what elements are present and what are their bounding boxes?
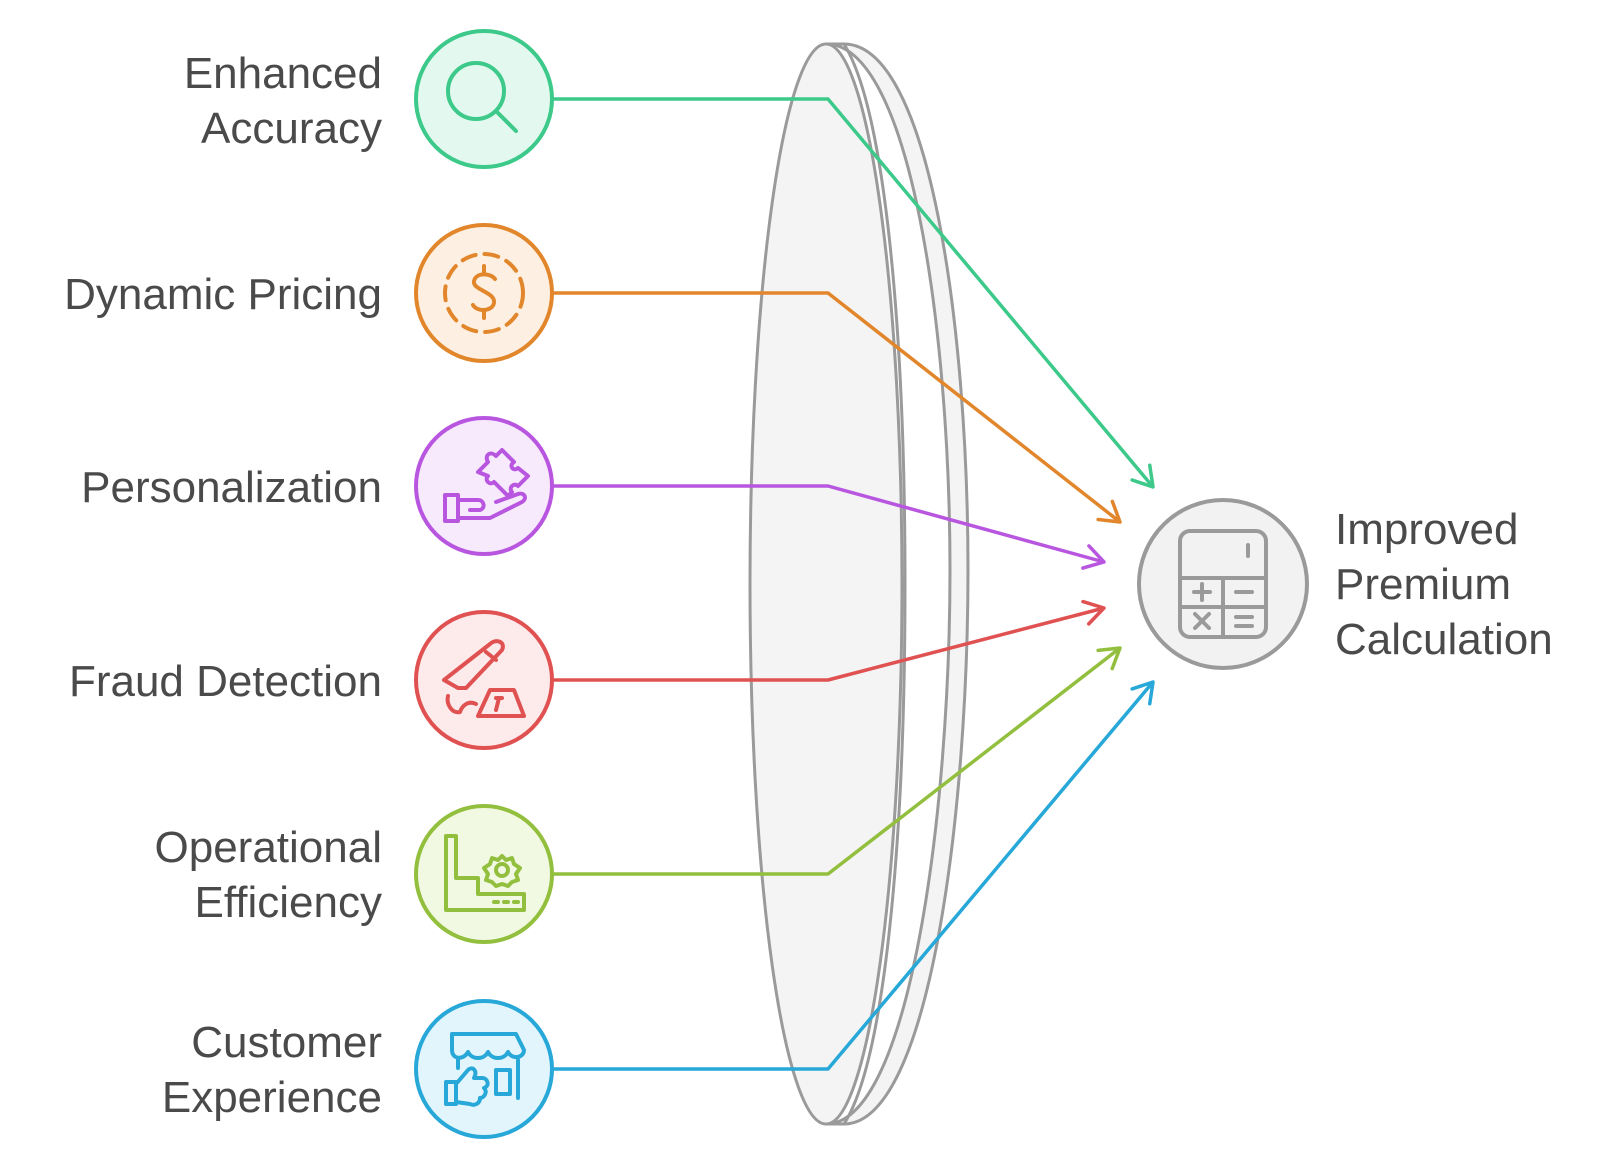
input-label-line: Dynamic Pricing xyxy=(64,270,382,319)
arrowhead xyxy=(1130,463,1155,489)
connector-line xyxy=(552,291,1122,524)
connector-arrow xyxy=(552,680,1155,1071)
input-label-line: Efficiency xyxy=(195,878,383,927)
lens-front-face xyxy=(748,42,904,1126)
knife-evidence-icon xyxy=(442,639,526,718)
input-label-line: Experience xyxy=(162,1073,382,1122)
input-label-line: Customer xyxy=(191,1018,382,1067)
input-node-dynamic-pricing: Dynamic Pricing xyxy=(64,223,554,363)
output-label-line: Calculation xyxy=(1335,615,1553,664)
output-node: Improved Premium Calculation xyxy=(1137,498,1553,670)
input-label-line: Operational xyxy=(155,823,382,872)
arrowhead xyxy=(1130,680,1155,706)
input-node-personalization: Personalization xyxy=(81,416,554,556)
output-label-line: Premium xyxy=(1335,560,1511,609)
calculator-icon xyxy=(1178,529,1268,639)
connector-line xyxy=(552,680,1155,1071)
input-label-line: Personalization xyxy=(81,463,382,512)
puzzle-hand-icon xyxy=(443,448,530,523)
arrowhead xyxy=(1081,599,1106,626)
input-label: Enhanced Accuracy xyxy=(184,49,382,153)
input-node-customer-experience: Customer Experience xyxy=(162,999,554,1139)
magnifier-icon xyxy=(446,61,518,133)
arrowhead xyxy=(1096,646,1122,671)
connectors xyxy=(552,97,1155,1071)
store-thumbs-up-icon xyxy=(444,1032,526,1107)
output-label-line: Improved xyxy=(1335,505,1518,554)
connector-line xyxy=(552,606,1105,682)
input-node-enhanced-accuracy: Enhanced Accuracy xyxy=(184,29,554,169)
connector-arrow xyxy=(552,97,1155,489)
node-circle xyxy=(414,610,554,750)
connector-arrow xyxy=(552,484,1106,570)
input-nodes: Enhanced Accuracy Dynamic Pricing xyxy=(64,29,554,1139)
input-label: Personalization xyxy=(81,463,382,512)
node-circle xyxy=(414,416,554,556)
connector-arrow xyxy=(552,646,1122,876)
input-label: Fraud Detection xyxy=(69,657,382,706)
node-circle xyxy=(414,999,554,1139)
input-label: Operational Efficiency xyxy=(155,823,382,927)
connector-line xyxy=(552,484,1105,564)
input-label-line: Accuracy xyxy=(201,104,382,153)
input-node-operational-efficiency: Operational Efficiency xyxy=(155,804,554,944)
input-node-fraud-detection: Fraud Detection xyxy=(69,610,554,750)
connector-arrow xyxy=(552,599,1106,682)
connector-line xyxy=(552,646,1122,876)
factory-gear-icon xyxy=(444,834,526,912)
input-label: Dynamic Pricing xyxy=(64,270,382,319)
node-circle xyxy=(414,29,554,169)
output-label: Improved Premium Calculation xyxy=(1335,505,1553,664)
input-label-line: Enhanced xyxy=(184,49,382,98)
node-circle xyxy=(414,804,554,944)
input-label-line: Fraud Detection xyxy=(69,657,382,706)
connector-line xyxy=(552,97,1155,489)
arrowhead xyxy=(1081,544,1106,570)
lens-rim-line xyxy=(842,43,907,1125)
input-label: Customer Experience xyxy=(162,1018,382,1122)
arrowhead xyxy=(1096,499,1122,524)
connector-arrow xyxy=(552,291,1122,524)
dollar-coin-icon xyxy=(443,252,525,334)
lens xyxy=(748,42,970,1126)
